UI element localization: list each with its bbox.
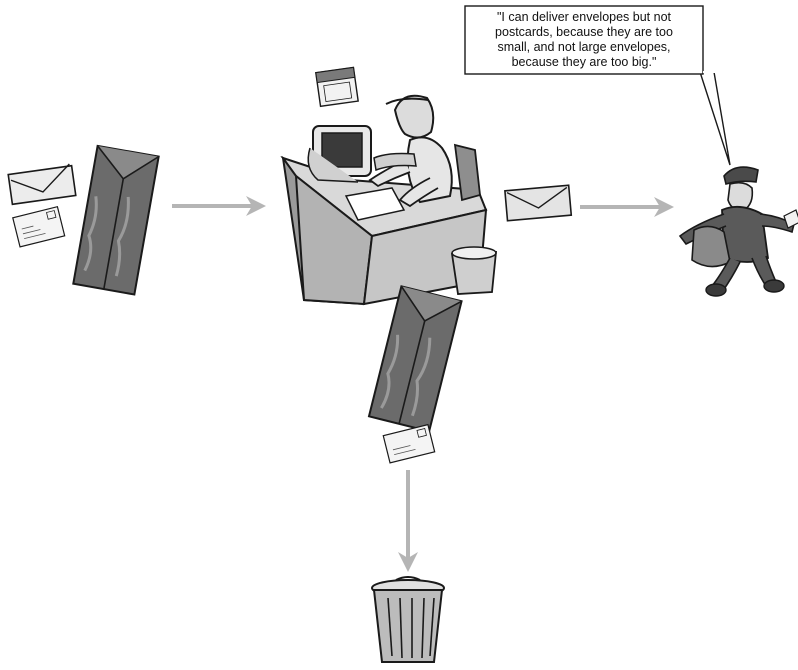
calendar-icon	[315, 66, 359, 108]
wastebasket-icon	[450, 246, 497, 295]
large-envelope-icon	[72, 144, 160, 296]
speech-bubble	[464, 5, 731, 166]
postcard-icon	[12, 205, 66, 248]
monitor-icon	[307, 125, 372, 183]
rejected-postcard-icon	[382, 423, 436, 464]
office-clerk-icon	[280, 66, 497, 306]
speech-bubble-text: "I can deliver envelopes but not postcar…	[495, 10, 673, 69]
small-envelope-icon	[7, 163, 77, 206]
trash-can-icon	[371, 576, 445, 663]
mail-carrier-icon	[678, 166, 798, 297]
rejected-large-envelope-icon	[367, 285, 463, 433]
incoming-mail-pile-icon	[7, 144, 160, 296]
accepted-envelope-icon	[504, 184, 573, 222]
